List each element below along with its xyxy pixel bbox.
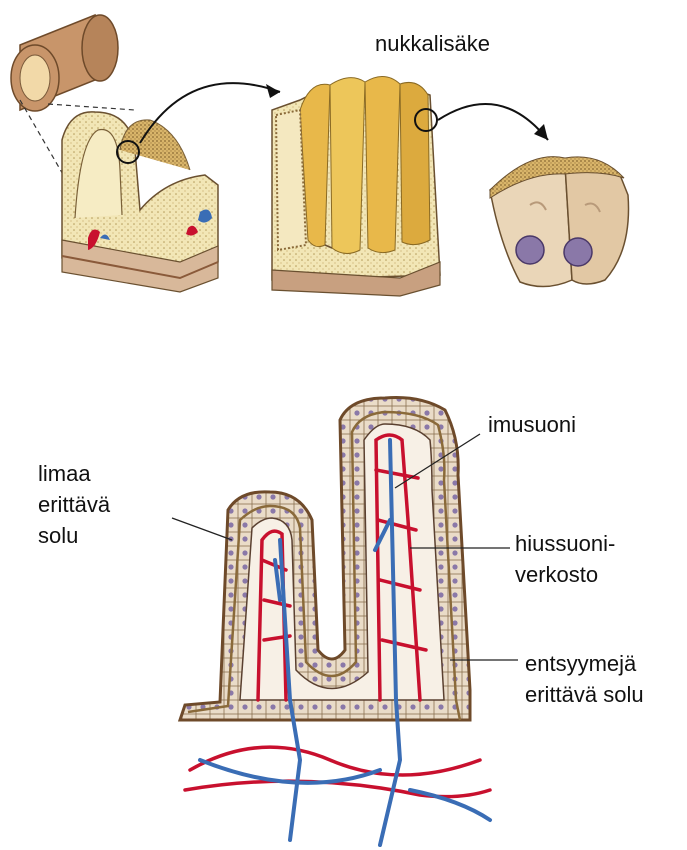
mucus-cell-label-line-1: limaa <box>38 458 110 489</box>
capillary-network-label-line-2: verkosto <box>515 559 615 590</box>
capillary-network-label-line-1: hiussuoni- <box>515 528 615 559</box>
mucus-cell-label: limaa erittävä solu <box>38 458 110 551</box>
intestine-tube <box>11 15 118 111</box>
mucus-cell-label-line-3: solu <box>38 520 110 551</box>
capillary-network-label: hiussuoni- verkosto <box>515 528 615 590</box>
nucleus-left <box>516 236 544 264</box>
nucleus-right <box>564 238 592 266</box>
mucus-cell-label-line-2: erittävä <box>38 489 110 520</box>
enzyme-cell-label-line-1: entsyymejä <box>525 648 644 679</box>
villus-label: nukkalisäke <box>375 28 490 59</box>
enzyme-cell-label: entsyymejä erittävä solu <box>525 648 644 710</box>
epithelial-cells <box>490 157 629 287</box>
zoom-arrow-2 <box>438 104 548 140</box>
intestinal-wall-block <box>62 112 218 292</box>
villi-block <box>272 76 440 296</box>
enzyme-cell-label-line-2: erittävä solu <box>525 679 644 710</box>
villi-cross-section <box>180 398 470 721</box>
arrowhead-1 <box>266 84 280 98</box>
lymph-vessel-label: imusuoni <box>488 409 576 440</box>
